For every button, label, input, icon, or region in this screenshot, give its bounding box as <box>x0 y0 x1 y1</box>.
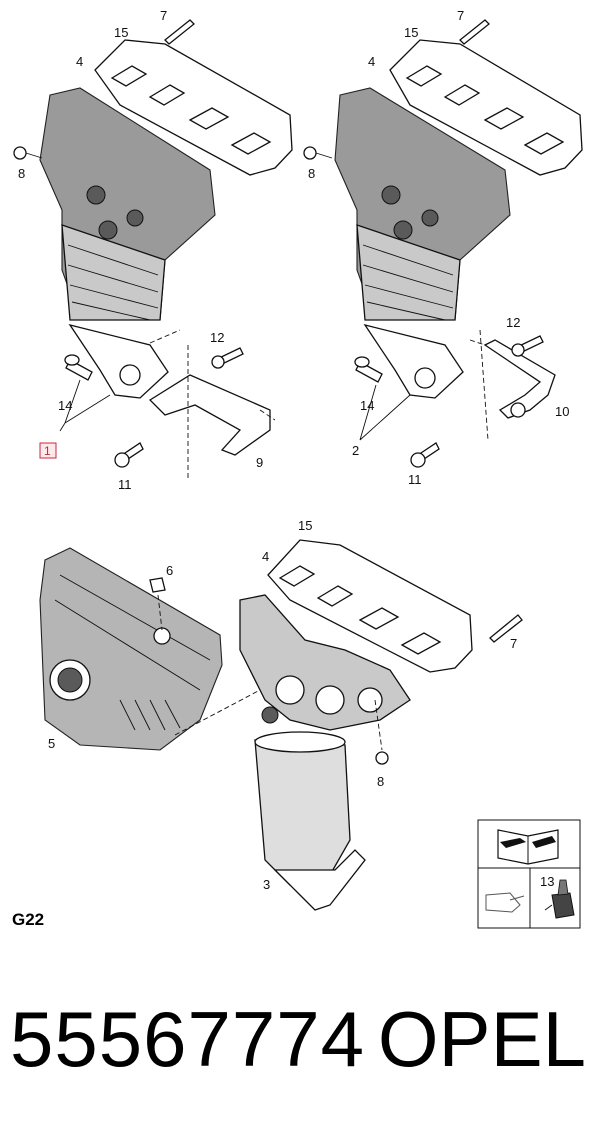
callout-3-b: 3 <box>263 877 270 892</box>
bottom-assembly <box>39 539 523 911</box>
oil-can-icon <box>485 892 525 913</box>
callout-4-tr: 4 <box>368 54 375 69</box>
callout-6-b: 6 <box>166 563 173 578</box>
callout-15-tr: 15 <box>404 25 418 40</box>
callout-9-tl: 9 <box>256 455 263 470</box>
bolt-8-bottom <box>375 751 389 765</box>
callout-11-tr: 11 <box>408 472 422 487</box>
bolt-8-left <box>13 146 27 160</box>
callout-8-b: 8 <box>377 774 384 789</box>
stud-7 <box>164 19 195 45</box>
callout-14-tl: 14 <box>58 398 72 413</box>
heat-shield-5 <box>39 547 223 751</box>
icon-panel <box>477 819 581 929</box>
callout-5-b: 5 <box>48 736 55 751</box>
stud-7-bottom <box>489 614 523 643</box>
callout-11-tl: 11 <box>118 477 132 492</box>
callout-7-tl: 7 <box>160 8 167 23</box>
callout-13: 13 <box>540 874 554 889</box>
reference-box <box>39 442 57 459</box>
bracket-9 <box>148 374 271 456</box>
callout-8-tl: 8 <box>18 166 25 181</box>
callout-2-tr: 2 <box>352 443 359 458</box>
manual-book-icon <box>497 829 559 865</box>
top-right-assembly <box>303 19 583 468</box>
callout-14-tr: 14 <box>360 398 374 413</box>
nut-6 <box>149 577 166 593</box>
callout-10-tr: 10 <box>555 404 569 419</box>
reference-box-label: 1 <box>44 444 51 458</box>
callout-15-b: 15 <box>298 518 312 533</box>
section-label: G22 <box>12 910 44 929</box>
callout-4-b: 4 <box>262 549 269 564</box>
catalyst-3 <box>254 739 351 886</box>
callout-12-tr: 12 <box>506 315 520 330</box>
top-left-assembly <box>13 19 293 480</box>
callout-4-tl: 4 <box>76 54 83 69</box>
callout-7-tr: 7 <box>457 8 464 23</box>
brand-name: OPEL <box>377 995 586 1083</box>
callout-15-tl: 15 <box>114 25 128 40</box>
stud-7-right <box>459 19 490 45</box>
callout-7-b: 7 <box>510 636 517 651</box>
callout-12-tl: 12 <box>210 330 224 345</box>
sealant-tube-icon <box>544 879 575 919</box>
part-number: 55567774 <box>10 995 366 1083</box>
callout-8-tr: 8 <box>308 166 315 181</box>
bolt-8-right <box>303 146 317 160</box>
